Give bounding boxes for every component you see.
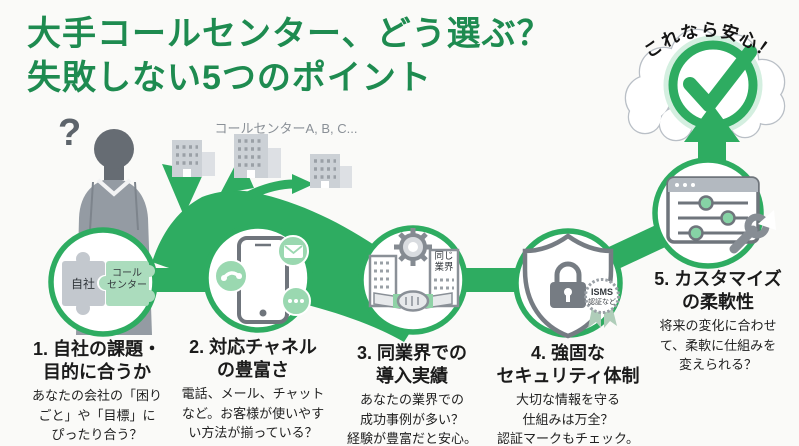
point-1-heading: 1. 自社の課題・ 目的に合うか xyxy=(32,339,161,383)
point-5-body: 将来の変化に合わせ て、柔軟に仕組みを 変えられる？ xyxy=(659,318,777,372)
point-4-body: 大切な情報を守る 仕組みは万全？ 認証マークもチェック。 xyxy=(497,392,639,446)
gear-icon xyxy=(394,228,432,266)
isms-badge-sublabel: 認証など xyxy=(588,299,616,306)
wrench-icon xyxy=(729,210,776,254)
mail-bubble-icon xyxy=(277,235,309,267)
candidates-label: コールセンターA, B, C... xyxy=(214,121,358,136)
chat-bubble-icon xyxy=(281,286,311,316)
branch-arrow-icon xyxy=(292,174,314,194)
question-mark: ? xyxy=(58,112,82,154)
phone-bubble-icon xyxy=(214,259,248,293)
building-icon xyxy=(234,134,281,178)
building-icon xyxy=(172,140,215,177)
point-3-heading: 3. 同業界での 導入実績 xyxy=(356,343,467,387)
checkmark-icon xyxy=(683,45,757,112)
puzzle-icon xyxy=(62,252,155,315)
point-2-heading: 2. 対応チャネル の豊富さ xyxy=(189,337,317,381)
point-2-body: 電話、メール、チャット など。お客様が使いやす い方法が揃っている？ xyxy=(181,386,325,440)
same-industry-label: 同じ 業界 xyxy=(434,251,454,273)
lock-icon xyxy=(550,261,586,308)
puzzle-left-label: 自社 xyxy=(70,277,95,291)
branch-arrow-icon xyxy=(243,179,295,202)
point-3-body: あなたの業界での 成功事例が多い？ 経験が豊富だと安心。 xyxy=(346,392,477,446)
building-icon xyxy=(310,154,352,188)
handshake-icon xyxy=(373,290,453,312)
isms-badge xyxy=(584,278,620,328)
reassurance-cloud: これなら安心！ xyxy=(624,20,786,185)
point-4-heading: 4. 強固な セキュリティ体制 xyxy=(496,343,640,387)
settings-window-icon xyxy=(666,176,760,244)
page-title: 大手コールセンター、どう選ぶ？ 失敗しない5つのポイント xyxy=(27,15,552,98)
point-1-body: あなたの会社の「困り ごと」や「目標」に ぴったり合う？ xyxy=(31,388,162,442)
isms-badge-label: ISMS xyxy=(590,287,613,297)
puzzle-right-label: コール センター xyxy=(107,268,147,291)
point-5-heading: 5. カスタマイズ の柔軟性 xyxy=(654,269,782,313)
